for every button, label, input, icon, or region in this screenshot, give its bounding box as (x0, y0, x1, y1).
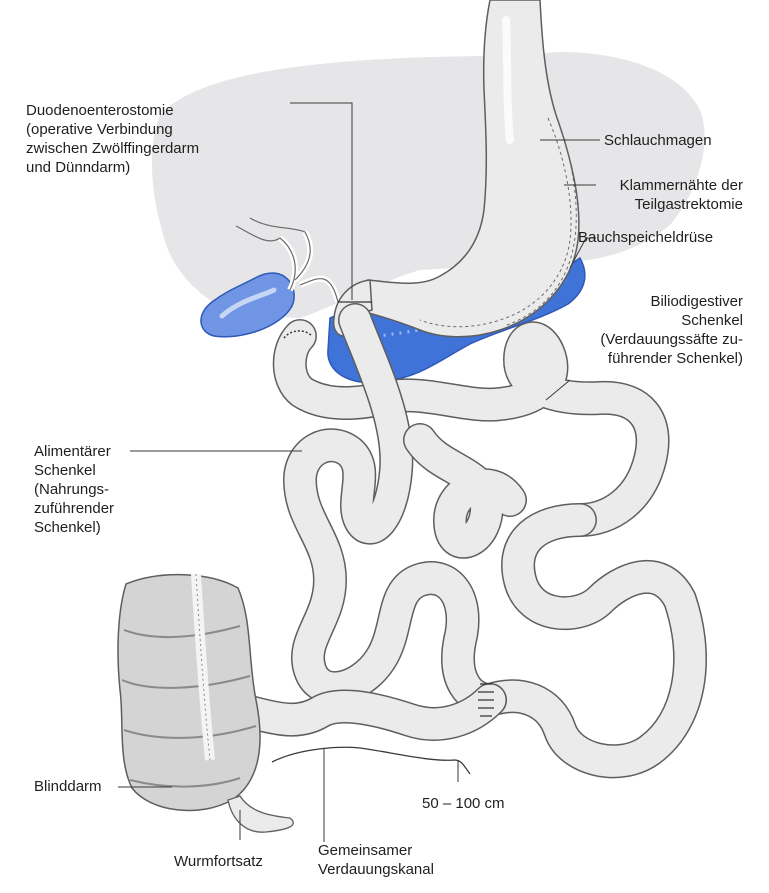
label-laenge: 50 – 100 cm (422, 794, 505, 813)
appendix (228, 796, 293, 832)
label-line: Klammernähte der (620, 176, 743, 195)
label-line: und Dünndarm) (26, 158, 199, 177)
label-klammernaehte: Klammernähte der Teilgastrektomie (620, 176, 743, 214)
label-line: Schlauchmagen (604, 131, 712, 150)
label-line: (operative Verbindung (26, 120, 199, 139)
label-line: zuführender (34, 499, 114, 518)
label-line: Blinddarm (34, 777, 102, 796)
label-biliodigestiver-schenkel: Biliodigestiver Schenkel (Verdauungssäft… (600, 292, 743, 368)
cecum (118, 574, 260, 810)
label-gemeinsamer-verdauungskanal: Gemeinsamer Verdauungskanal (318, 841, 434, 879)
length-bracket (272, 747, 470, 774)
label-duodenoenterostomie: Duodenoenterostomie (operative Verbindun… (26, 101, 199, 177)
label-wurmfortsatz: Wurmfortsatz (174, 852, 263, 871)
label-line: (Nahrungs- (34, 480, 114, 499)
label-line: führender Schenkel) (600, 349, 743, 368)
label-line: Wurmfortsatz (174, 852, 263, 871)
label-line: (Verdauungssäfte zu- (600, 330, 743, 349)
label-alimentaerer-schenkel: Alimentärer Schenkel (Nahrungs- zuführen… (34, 442, 114, 537)
label-line: Duodenoenterostomie (26, 101, 199, 120)
label-line: Schenkel (600, 311, 743, 330)
label-line: Schenkel (34, 461, 114, 480)
label-line: Schenkel) (34, 518, 114, 537)
label-line: Verdauungskanal (318, 860, 434, 879)
label-bauchspeicheldruese: Bauchspeicheldrüse (578, 228, 713, 247)
label-schlauchmagen: Schlauchmagen (604, 131, 712, 150)
label-line: Teilgastrektomie (620, 195, 743, 214)
label-line: Alimentärer (34, 442, 114, 461)
label-line: 50 – 100 cm (422, 794, 505, 813)
label-line: zwischen Zwölffingerdarm (26, 139, 199, 158)
label-line: Biliodigestiver (600, 292, 743, 311)
label-line: Gemeinsamer (318, 841, 434, 860)
label-line: Bauchspeicheldrüse (578, 228, 713, 247)
label-blinddarm: Blinddarm (34, 777, 102, 796)
